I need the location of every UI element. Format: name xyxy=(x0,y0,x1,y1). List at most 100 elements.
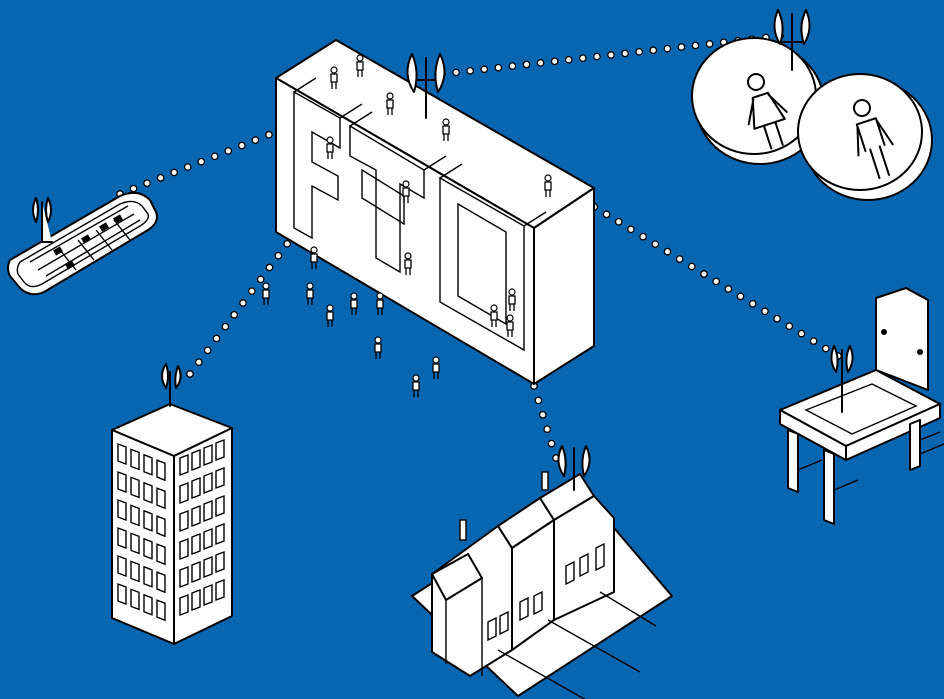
window xyxy=(143,481,153,504)
link-dot xyxy=(221,322,230,331)
link-dot xyxy=(614,217,623,226)
link-dot xyxy=(677,43,686,51)
tower-windows xyxy=(117,438,225,622)
woman-icon xyxy=(747,73,788,150)
person-icon xyxy=(402,180,410,203)
window xyxy=(130,588,140,611)
link-dot xyxy=(550,57,559,66)
person-icon xyxy=(326,136,334,159)
window xyxy=(203,443,213,467)
link-dot xyxy=(687,262,696,271)
link-dot xyxy=(621,49,629,58)
window xyxy=(191,560,201,584)
phone-screen-grid xyxy=(29,205,141,277)
link-dot xyxy=(522,60,531,69)
window xyxy=(203,583,213,607)
person-icon xyxy=(310,246,318,269)
link-dot xyxy=(466,66,475,75)
link-dot xyxy=(602,210,611,219)
link-dot xyxy=(129,184,138,193)
window xyxy=(191,532,201,556)
link-dot xyxy=(186,370,194,378)
link-dot xyxy=(705,40,714,48)
person-icon xyxy=(506,314,514,337)
link-dot xyxy=(651,240,660,249)
window xyxy=(215,438,225,462)
link-dot xyxy=(627,225,635,234)
link-dot xyxy=(283,239,292,248)
window xyxy=(203,499,213,523)
window xyxy=(203,555,213,579)
window xyxy=(179,453,189,477)
link-dot xyxy=(143,179,151,188)
antenna-icon xyxy=(557,445,591,491)
link-dot xyxy=(247,287,256,296)
person-icon xyxy=(326,304,334,327)
link-dot xyxy=(736,292,745,301)
link-dot xyxy=(274,251,283,260)
link-dot xyxy=(639,232,647,241)
link-dot xyxy=(224,147,233,155)
window xyxy=(156,459,166,482)
restroom-signs xyxy=(691,9,933,201)
link-dot xyxy=(265,263,274,272)
link-dot xyxy=(724,285,733,293)
window xyxy=(143,453,153,476)
window xyxy=(179,565,189,589)
row-houses xyxy=(411,445,673,699)
link-dot xyxy=(156,173,165,182)
person-icon xyxy=(350,292,358,315)
window xyxy=(143,593,153,616)
person-icon xyxy=(376,292,384,315)
link-dot xyxy=(635,47,644,56)
window xyxy=(156,515,166,538)
window xyxy=(156,543,166,566)
link-dot xyxy=(508,62,517,70)
window xyxy=(117,526,127,550)
window xyxy=(130,476,140,499)
link-dot xyxy=(543,425,552,434)
window xyxy=(191,504,201,528)
link-dot xyxy=(700,270,708,278)
window xyxy=(179,537,189,561)
link-dot xyxy=(649,46,658,55)
dotted-link xyxy=(186,228,300,378)
link-dot xyxy=(748,299,757,308)
person-icon xyxy=(374,336,382,359)
link-dot xyxy=(773,314,781,323)
window xyxy=(179,481,189,505)
link-dot xyxy=(809,337,818,345)
window xyxy=(215,494,225,518)
link-dot xyxy=(785,322,794,331)
dotted-link xyxy=(530,382,560,462)
link-dot xyxy=(480,65,489,74)
link-dot xyxy=(578,54,587,63)
link-dot xyxy=(265,130,273,139)
window xyxy=(143,565,153,588)
window xyxy=(117,498,127,522)
link-dot xyxy=(534,396,543,405)
link-dot xyxy=(821,344,830,353)
link-dot xyxy=(210,152,219,161)
link-dot xyxy=(194,358,203,367)
person-icon xyxy=(404,252,412,275)
window xyxy=(143,509,153,532)
link-dot xyxy=(230,310,239,319)
person-icon xyxy=(356,54,364,77)
window xyxy=(203,527,213,551)
window xyxy=(215,522,225,546)
link-dot xyxy=(761,307,769,316)
person-icon xyxy=(306,282,314,305)
window xyxy=(191,476,201,500)
link-dot xyxy=(564,55,573,64)
window xyxy=(117,554,127,578)
link-dot xyxy=(170,168,179,177)
link-dot xyxy=(494,63,503,72)
window xyxy=(215,466,225,490)
mobile-phone xyxy=(7,191,158,296)
man-icon xyxy=(853,99,894,180)
link-dot xyxy=(536,59,545,67)
window xyxy=(117,470,127,494)
house-windows xyxy=(487,542,605,642)
link-dot xyxy=(538,410,547,419)
